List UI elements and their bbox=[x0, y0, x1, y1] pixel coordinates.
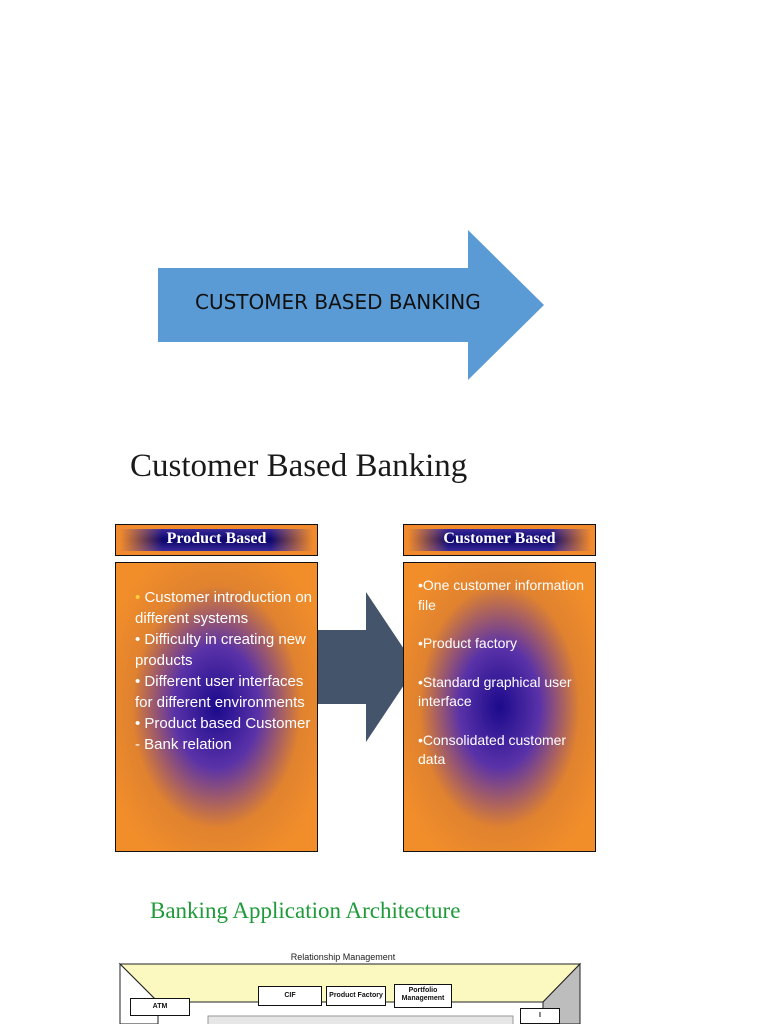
product-based-box: • Customer introduction on different sys… bbox=[115, 562, 318, 852]
list-item: • Product based Customer - Bank relation bbox=[135, 715, 311, 753]
list-item: •Product factory bbox=[418, 635, 518, 651]
customer-based-box: •One customer information file •Product … bbox=[403, 562, 596, 852]
customer-based-header: Customer Based bbox=[403, 524, 596, 556]
list-item: • Different user interfaces for differen… bbox=[135, 673, 305, 711]
cif-box: CIF bbox=[258, 986, 322, 1006]
list-item: •One customer information file bbox=[418, 577, 584, 613]
side-box: I bbox=[520, 1008, 560, 1024]
relationship-management-label: Relationship Management bbox=[290, 952, 396, 962]
list-item: •Standard graphical user interface bbox=[418, 673, 572, 710]
product-factory-box: Product Factory bbox=[326, 986, 386, 1006]
customer-based-list: •One customer information file •Product … bbox=[418, 576, 588, 770]
arrow-label: CUSTOMER BASED BANKING bbox=[195, 290, 481, 314]
product-based-header-label: Product Based bbox=[166, 530, 267, 547]
architecture-title: Banking Application Architecture bbox=[150, 898, 461, 923]
right-arrow-icon bbox=[318, 592, 416, 742]
portfolio-management-box: Portfolio Management bbox=[394, 984, 452, 1008]
list-item: • Customer introduction on different sys… bbox=[135, 589, 313, 627]
customer-based-header-label: Customer Based bbox=[443, 530, 556, 547]
architecture-diagram: Relationship Management ATM CIF Product … bbox=[118, 950, 582, 1024]
product-based-list: • Customer introduction on different sys… bbox=[135, 587, 315, 755]
product-based-header: Product Based bbox=[115, 524, 318, 556]
page-title: Customer Based Banking bbox=[130, 448, 468, 484]
customer-based-banking-arrow bbox=[158, 230, 544, 380]
list-item: • Difficulty in creating new products bbox=[135, 631, 306, 669]
list-item: •Consolidated customer data bbox=[418, 731, 567, 768]
atm-box: ATM bbox=[130, 998, 190, 1016]
